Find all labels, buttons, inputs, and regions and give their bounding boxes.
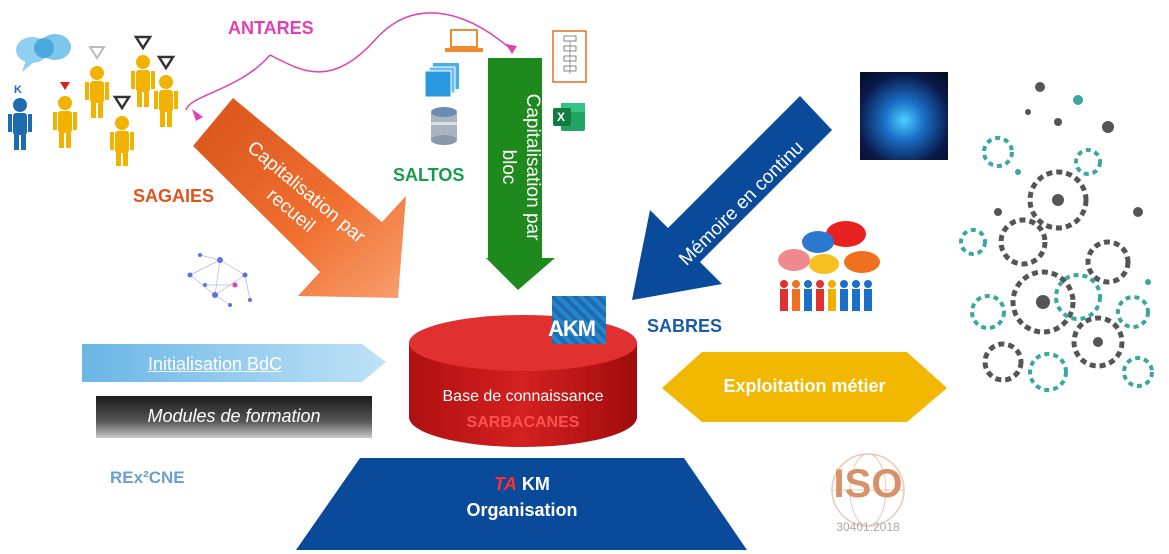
- excel-icon: [553, 103, 585, 131]
- saltos-label: SALTOS: [393, 165, 465, 185]
- laptop-icon: [445, 29, 483, 52]
- iso-mark: ISO: [833, 462, 903, 506]
- person-icon: [110, 116, 134, 166]
- akm-logo-text: AKM: [548, 316, 596, 341]
- flowchart-icon: [552, 30, 587, 83]
- modules-formation-label: Modules de formation: [147, 406, 321, 426]
- org-line2: Organisation: [466, 500, 578, 520]
- brain-icon: [860, 72, 948, 160]
- sabres-label: SABRES: [647, 316, 723, 336]
- ta-label: TA: [494, 474, 517, 494]
- network-graph-icon: [187, 253, 252, 307]
- person-icon: [131, 55, 155, 107]
- person-icon: [53, 96, 77, 148]
- document-stack-icon: [424, 63, 459, 98]
- capitalisation-bloc-label: Capitalisation par bloc: [498, 93, 543, 241]
- exploitation-arrow: [662, 352, 947, 422]
- iso-badge: [831, 453, 905, 527]
- org-line1: TA KM: [292, 474, 752, 495]
- knowledge-base-cylinder: [409, 315, 637, 447]
- person-icon: [85, 66, 109, 118]
- chat-bubbles-icon: [16, 34, 71, 72]
- rex-label: REx²CNE: [110, 468, 185, 487]
- person-icon: [8, 98, 32, 150]
- excel-x-label: X: [557, 110, 566, 124]
- initialisation-arrow: [82, 344, 386, 382]
- gears-icon: [959, 82, 1154, 392]
- knowledge-base-title: Base de connaissance: [442, 388, 604, 405]
- sagaies-label: SAGAIES: [133, 186, 215, 206]
- modules-formation-box: [96, 396, 372, 438]
- database-icon: [431, 107, 457, 145]
- exploitation-label: Exploitation métier: [723, 376, 886, 396]
- iso-code: 30401:2018: [836, 520, 900, 534]
- speech-group-icon: [778, 221, 880, 311]
- km-label: KM: [521, 474, 550, 494]
- organisation-trapezoid: [296, 458, 747, 550]
- antares-label: ANTARES: [228, 18, 314, 38]
- people-group-illustration: [8, 34, 178, 166]
- knowledge-base-name: SARBACANES: [466, 414, 580, 431]
- akm-logo: [552, 296, 606, 344]
- person-icon: [154, 75, 178, 127]
- k-label: K: [14, 84, 22, 96]
- initialisation-label[interactable]: Initialisation BdC: [148, 354, 283, 374]
